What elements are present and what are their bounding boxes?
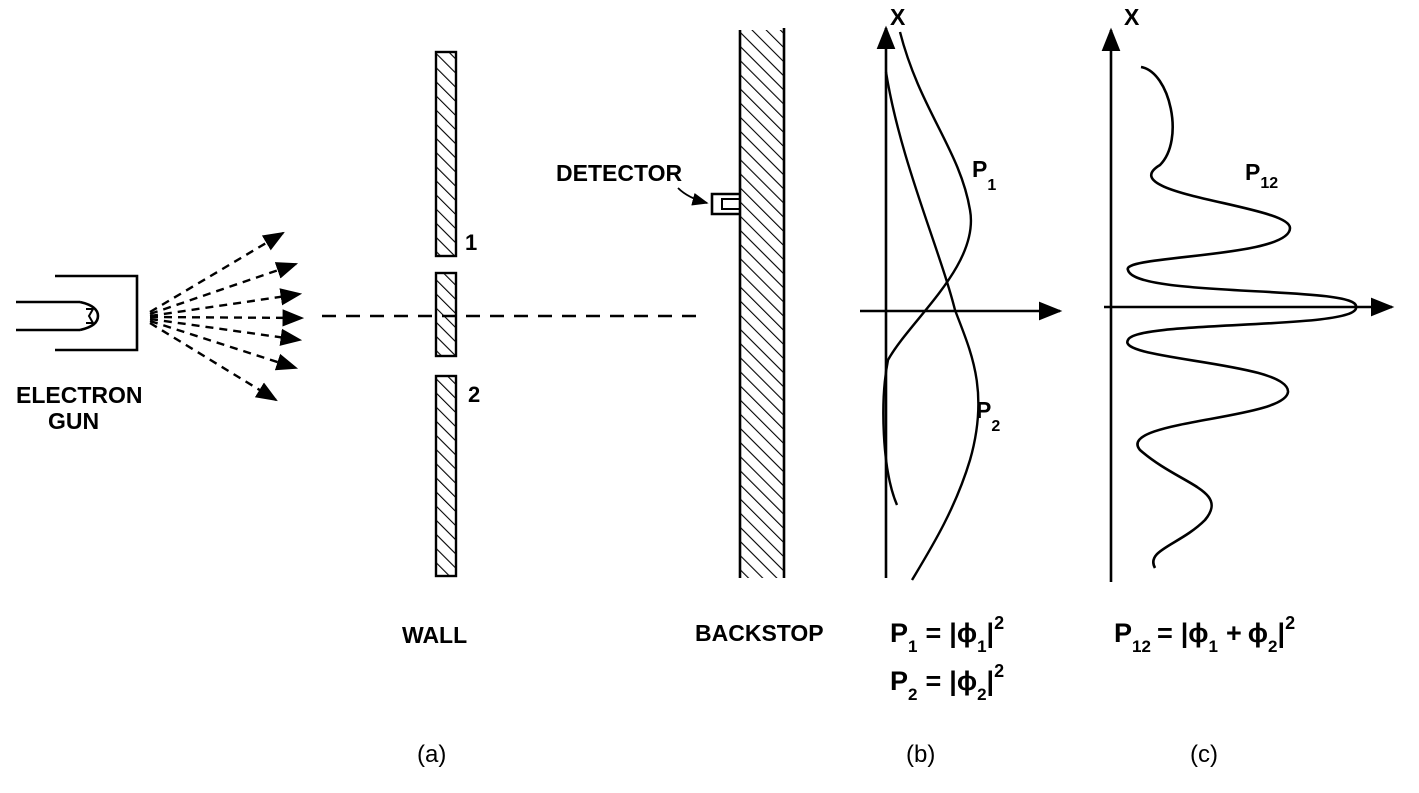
detector-label: DETECTOR [556,160,682,186]
panel-b-caption: (b) [906,741,935,768]
formula-p12: P12=|ϕ1+ϕ2|2 [1114,613,1295,656]
wall-middle-segment [434,271,458,358]
curve-p1-label: P1 [972,156,996,194]
wall-bottom-segment [434,374,458,578]
panel-c-axes [1101,27,1395,582]
spray-arrow-4 [149,309,305,327]
detector [710,192,740,216]
electron-gun-label-line1: ELECTRON [16,382,143,408]
backstop [738,28,786,578]
spray-arrow-1 [149,231,285,314]
panel-c-caption: (c) [1190,741,1218,768]
electron-spray-arrows [149,231,305,402]
curve-p2 [884,71,980,581]
panel-b-axis-label: X [890,4,906,30]
panel-c-axis-label: X [1124,4,1140,30]
spray-arrow-2 [149,262,299,316]
slit-2-label: 2 [468,382,480,407]
formula-p1: P1=|ϕ1|2 [890,613,1004,656]
panel-b-axes [860,25,1063,578]
spray-arrow-5 [149,317,303,346]
backstop-label: BACKSTOP [695,620,824,646]
wall [434,50,458,578]
wall-label: WALL [402,622,467,648]
detector-pointer-arrow [677,187,709,206]
spray-arrow-6 [149,319,299,371]
curve-p12 [1126,65,1358,569]
spray-arrow-7 [149,321,278,402]
curve-p2-label: P2 [976,397,1000,435]
formula-p2: P2=|ϕ2|2 [890,661,1004,704]
electron-gun [16,274,139,352]
curve-p1 [882,31,973,506]
slit-1-label: 1 [465,230,477,255]
spray-arrow-3 [149,288,303,318]
panel-a-caption: (a) [417,741,446,768]
curve-p12-label: P12 [1245,159,1278,192]
electron-gun-label-line2: GUN [48,408,99,434]
wall-top-segment [434,50,458,258]
